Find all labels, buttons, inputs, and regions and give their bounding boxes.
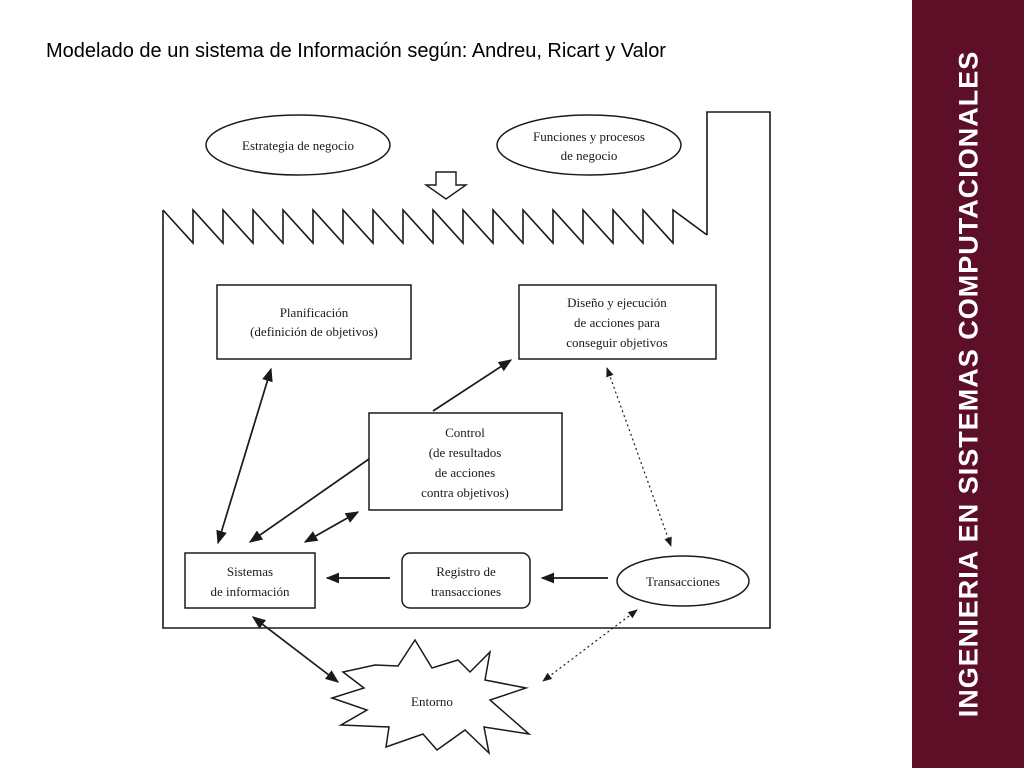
hollow-down-arrow — [423, 171, 469, 200]
node-funciones-label-1: de negocio — [561, 148, 618, 163]
edge-control-sistemas-double — [303, 511, 360, 543]
edge-planificacion-sistemas — [216, 367, 273, 545]
node-control-label-1: (de resultados — [429, 445, 502, 460]
sidebar-title: INGENIERIA EN SISTEMAS COMPUTACIONALES — [953, 50, 984, 718]
node-diseno: Diseño y ejecución de acciones para cons… — [518, 284, 717, 360]
node-sistemas-label-0: Sistemas — [227, 564, 273, 579]
node-planificacion-label-1: (definición de objetivos) — [250, 324, 378, 339]
edge-control-diseno — [432, 359, 513, 412]
node-funciones: Funciones y procesos de negocio — [496, 114, 682, 176]
node-control-label-3: contra objetivos) — [421, 485, 509, 500]
information-system-diagram: Estrategia de negocio Funciones y proces… — [162, 111, 771, 756]
node-entorno: Entorno — [329, 638, 532, 756]
node-transacciones: Transacciones — [616, 555, 750, 607]
node-diseno-label-1: de acciones para — [574, 315, 660, 330]
node-transacciones-label-0: Transacciones — [646, 574, 720, 589]
edge-control-sistemas — [248, 458, 370, 543]
node-planificacion-label-0: Planificación — [280, 305, 349, 320]
node-control-label-2: de acciones — [435, 465, 495, 480]
sidebar-band — [912, 0, 1024, 768]
node-entorno-label-0: Entorno — [411, 694, 453, 709]
node-registro-label-0: Registro de — [436, 564, 496, 579]
node-control: Control (de resultados de acciones contr… — [368, 412, 563, 511]
edge-diseno-transacciones — [606, 367, 672, 547]
edge-sistemas-entorno — [251, 616, 340, 683]
node-sistemas: Sistemas de información — [184, 552, 316, 609]
sawtooth-roof — [162, 207, 708, 246]
node-estrategia: Estrategia de negocio — [205, 114, 391, 176]
enterprise-boundary — [162, 111, 771, 629]
node-registro-label-1: transacciones — [431, 584, 501, 599]
edge-transacciones-entorno — [542, 609, 638, 682]
node-registro: Registro de transacciones — [401, 552, 531, 609]
node-estrategia-label-0: Estrategia de negocio — [242, 138, 354, 153]
node-control-label-0: Control — [445, 425, 485, 440]
node-diseno-label-2: conseguir objetivos — [566, 335, 667, 350]
node-diseno-label-0: Diseño y ejecución — [567, 295, 667, 310]
slide-title: Modelado de un sistema de Información se… — [46, 40, 666, 62]
node-planificacion: Planificación (definición de objetivos) — [216, 284, 412, 360]
node-sistemas-label-1: de información — [210, 584, 290, 599]
node-funciones-label-0: Funciones y procesos — [533, 129, 645, 144]
